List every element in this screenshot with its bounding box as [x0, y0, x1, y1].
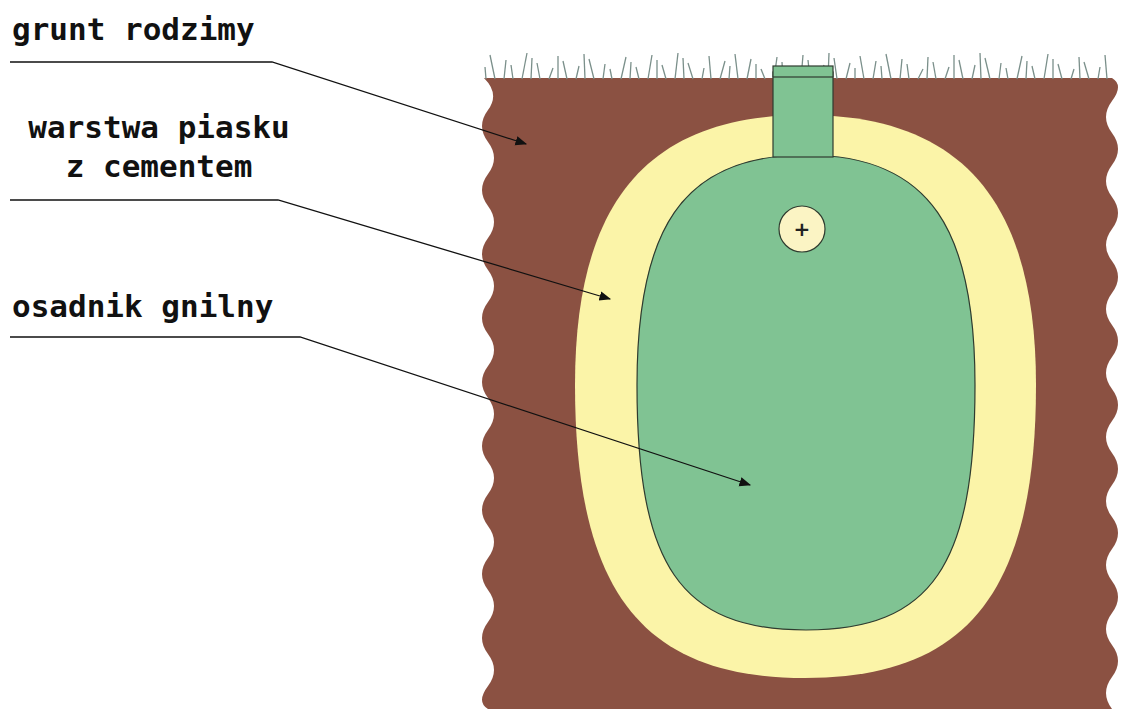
grass-blade [729, 66, 730, 79]
grass-blade [511, 65, 513, 79]
grass-blade [747, 59, 751, 79]
grass-blade [900, 59, 902, 79]
sand-cement-layer [575, 115, 1036, 678]
grass-blade [761, 69, 765, 79]
grass-blade [648, 55, 652, 79]
grass-blade [860, 56, 864, 79]
grass-blade [980, 53, 981, 79]
grass-blade [933, 62, 936, 79]
grass-blade [985, 58, 990, 79]
grass-blade [702, 68, 704, 79]
grass-blade [537, 63, 540, 79]
leader-lines [10, 62, 750, 485]
grass-blade [557, 56, 558, 79]
grass-blade [490, 55, 495, 79]
grass-blade [846, 63, 850, 79]
grass-blade [1058, 64, 1062, 79]
grass-blade [927, 57, 928, 79]
grass-blade [886, 54, 891, 79]
grass [485, 53, 1107, 79]
grass-blade [854, 68, 855, 79]
tank-neck [773, 72, 833, 157]
grass-blade [683, 58, 684, 79]
grass-blade [972, 65, 975, 79]
grass-blade [1052, 59, 1053, 79]
grass-blade [675, 53, 678, 79]
grass-blade [621, 57, 626, 79]
grass-blade [662, 65, 666, 79]
part-label: grunt rodzimy [12, 10, 312, 49]
grass-blade [688, 63, 693, 79]
grass-blade [720, 61, 725, 79]
neck-cover [773, 66, 833, 77]
node-text-holder: + [778, 205, 826, 253]
grass-blade [945, 67, 949, 79]
grass-blade [485, 67, 486, 79]
part-label: warstwa piasku z cementem [14, 108, 304, 186]
grass-blade [1032, 66, 1035, 79]
grass-blade [636, 67, 639, 79]
grass-blade [1006, 68, 1008, 79]
grass-blade [1017, 56, 1022, 79]
inlet-circle: + [778, 205, 826, 253]
grass-blade [630, 62, 631, 79]
grass-blade [907, 64, 909, 79]
grass-blade [504, 60, 506, 79]
grass-blade [999, 63, 1001, 79]
grass-blade [755, 64, 756, 79]
grass-blade [531, 58, 532, 79]
grass-blade [735, 54, 738, 79]
grass-blade [1044, 54, 1048, 79]
grass-blade [709, 56, 711, 79]
grass-blade [603, 64, 605, 79]
grass-blade [873, 61, 876, 79]
native-soil [482, 78, 1118, 709]
grass-blade [549, 68, 553, 79]
grass-blade [834, 58, 837, 79]
grass-blade [953, 55, 954, 79]
grass-blade [1079, 57, 1080, 79]
grass-blade [656, 60, 657, 79]
grass-blade [1098, 67, 1100, 79]
grass-blade [563, 61, 567, 79]
grass-blade [1071, 69, 1074, 79]
grass-blade [589, 59, 594, 79]
grass-blade [881, 66, 882, 79]
grass-blade [610, 69, 612, 79]
symbol-text: + [794, 217, 811, 241]
septic-tank [637, 155, 975, 630]
grass-blade [1026, 61, 1027, 79]
grass-blade [522, 53, 527, 79]
grass-blade [1084, 62, 1089, 79]
grass-blade [584, 54, 585, 79]
grass-blade [918, 69, 923, 79]
grass-blade [959, 60, 963, 79]
part-label: osadnik gnilny [12, 287, 332, 326]
grass-blade [576, 66, 579, 79]
grass-blade [1105, 55, 1107, 79]
